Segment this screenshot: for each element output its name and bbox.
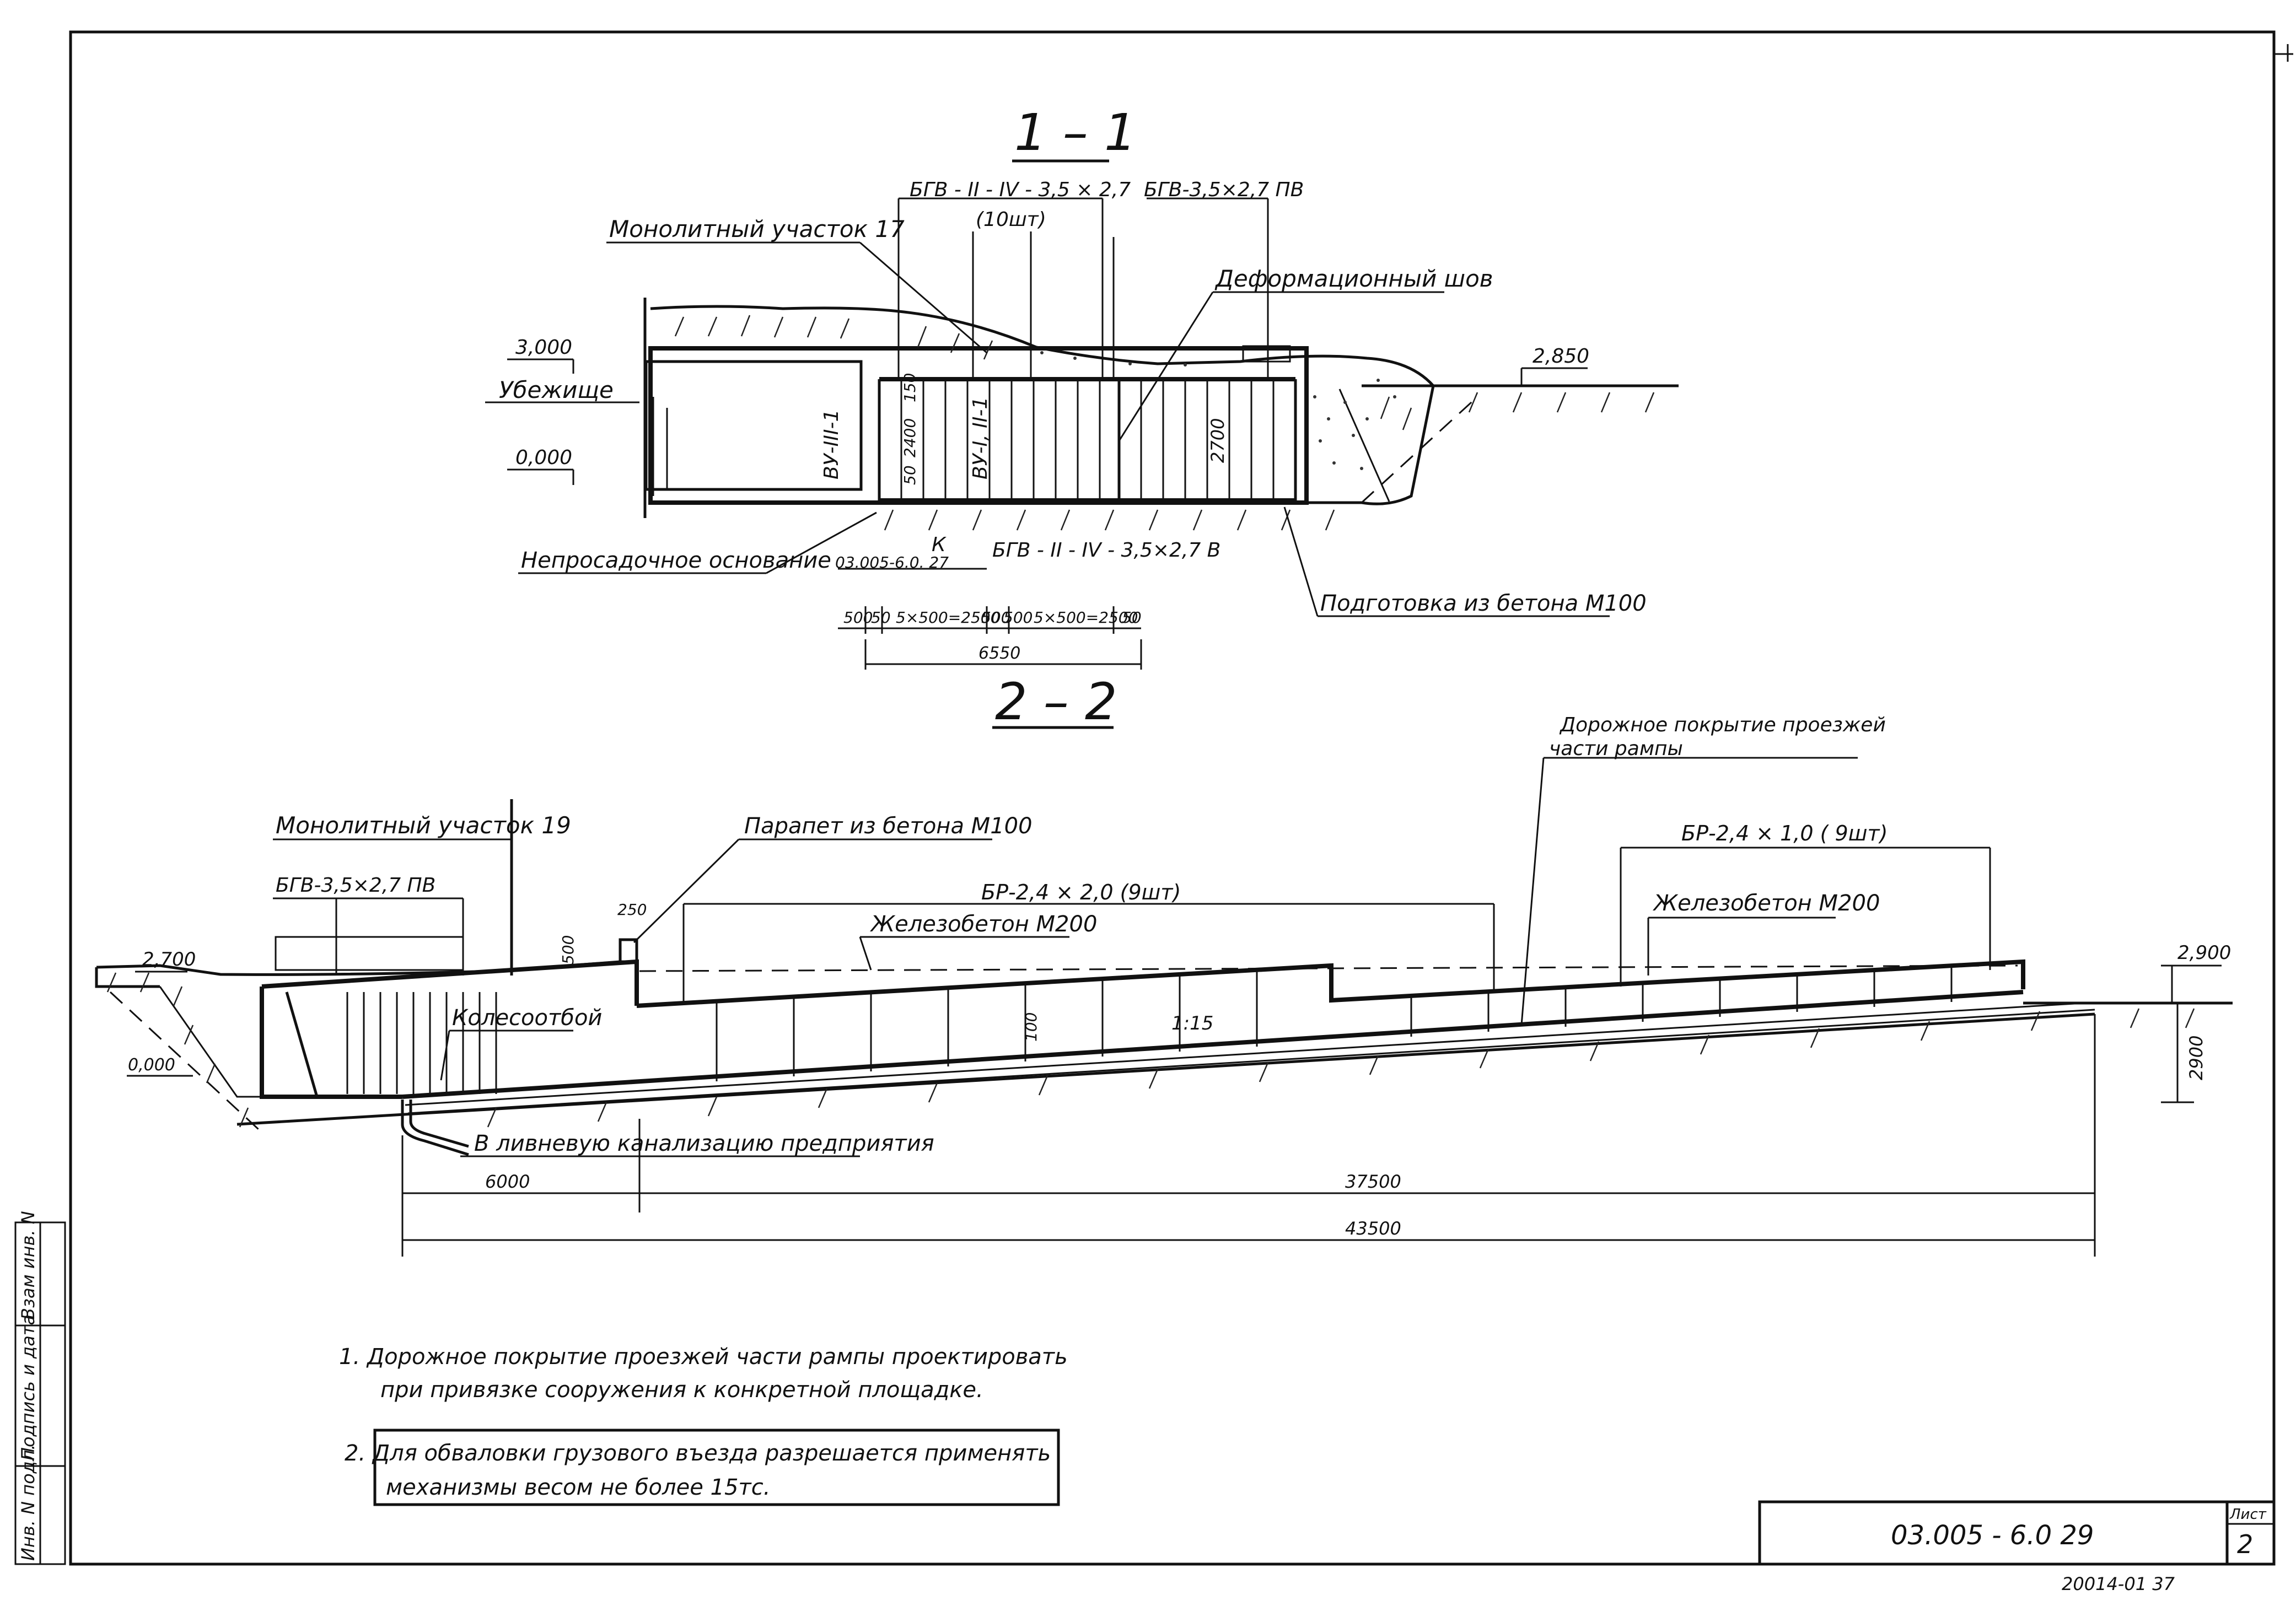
label-dim-500-c: 500 [1003, 608, 1033, 627]
stamp-label-inv-replace: Взам инв. N [18, 1211, 39, 1320]
section-title-1-1: 1 – 1 [1014, 103, 1137, 162]
note-2-line1: 2. Для обваловки грузового въезда разреш… [345, 1441, 1051, 1466]
section-1-1-block-panels [900, 380, 1275, 499]
label-dim-2700: 2700 [1207, 418, 1228, 463]
sheet-number: 2 [2237, 1529, 2253, 1559]
ramp-segments-br-2-0 [716, 970, 1258, 1081]
section-1-1: 1 – 1 [485, 103, 1679, 670]
label-br-1-0: БР-2,4 × 1,0 ( 9шт) [1681, 821, 1888, 845]
label-vu1: ВУ-I, II-1 [969, 397, 992, 479]
side-stamp: Инв. N подл. Подпись и дата Взам инв. N [14, 1211, 66, 1565]
label-foundation: Непросадочное основание [521, 548, 831, 573]
document-code: 03.005 - 6.0 29 [1891, 1520, 2094, 1551]
label-parapet: Парапет из бетона М100 [744, 813, 1033, 839]
label-dim-50-vertical: 50 [901, 465, 919, 485]
label-br-2-0: БР-2,4 × 2,0 (9шт) [981, 880, 1181, 904]
label-dim-50-b: 50 [1122, 608, 1142, 627]
label-concrete-prep: Подготовка из бетона М100 [1320, 591, 1647, 616]
label-pavement-line1: Дорожное покрытие проезжей [1559, 714, 1886, 736]
section-1-1-concrete-dots [1040, 351, 1396, 470]
stamp-label-inv-orig: Инв. N подл. [18, 1445, 39, 1561]
label-reinforced-concrete-1: Железобетон М200 [869, 912, 1097, 937]
label-block-pv-1-1: БГВ-3,5×2,7 ПВ [1144, 179, 1304, 201]
title-block: 03.005 - 6.0 29 Лист 2 [1758, 1500, 2276, 1566]
label-dim-500: 500 [559, 935, 577, 964]
label-level-2900: 2,900 [2177, 942, 2231, 964]
section-2-2: 2 – 2 [95, 672, 2233, 1257]
label-vu3: ВУ-III-1 [820, 409, 843, 479]
label-dim-37500: 37500 [1345, 1171, 1401, 1192]
label-block-top-1-1: БГВ - II - IV - 3,5 × 2,7 [910, 179, 1131, 201]
label-monolith-19: Монолитный участок 19 [276, 812, 571, 839]
label-dim-2500-b: 5×500=2500 [1034, 608, 1138, 627]
label-dim-150: 150 [901, 373, 919, 402]
label-dim-250: 250 [617, 901, 647, 919]
label-stormwater-drain: В ливневую канализацию предприятия [474, 1131, 934, 1156]
label-deformation-joint: Деформационный шов [1214, 265, 1493, 292]
sheet-frame [69, 30, 2293, 1566]
label-level-2850: 2,850 [1533, 345, 1589, 368]
label-level-0000-1-1: 0,000 [515, 446, 572, 469]
label-dim-500-a: 500 [843, 608, 873, 627]
label-k-mark: К [932, 533, 947, 556]
note-2-line2: механизмы весом не более 15тс. [386, 1475, 770, 1500]
section-1-1-soil-hatching [674, 315, 1655, 531]
stamp-label-signature: Подпись и дата [18, 1314, 39, 1461]
section-2-2-soil-hatching [106, 972, 2195, 1128]
label-dim-500-b: 500 [981, 608, 1010, 627]
label-dim-2500-a: 5×500=2500 [896, 608, 1000, 627]
label-block-bottom-1-1: БГВ - II - IV - 3,5×2,7 В [992, 539, 1220, 562]
label-block-count-1-1: (10шт) [976, 208, 1046, 231]
label-dim-2400: 2400 [901, 418, 919, 457]
notes: 1. Дорожное покрытие проезжей части рамп… [339, 1344, 1068, 1506]
label-dim-6000: 6000 [485, 1171, 530, 1192]
label-shelter: Убежище [499, 376, 614, 403]
label-level-2700: 2,700 [142, 948, 196, 971]
label-block-pv-2-2: БГВ-3,5×2,7 ПВ [276, 874, 435, 897]
note-1-line2: при привязке сооружения к конкретной пло… [380, 1377, 983, 1403]
label-dim-43500: 43500 [1345, 1218, 1401, 1239]
label-dim-50-a: 50 [871, 608, 891, 627]
label-reinforced-concrete-2: Железобетон М200 [1652, 891, 1880, 916]
note-1-line1: 1. Дорожное покрытие проезжей части рамп… [339, 1344, 1068, 1370]
label-dim-100: 100 [1022, 1012, 1040, 1042]
section-1-1-dimensions: 500 50 5×500=2500 500 500 5×500=2500 50 … [838, 606, 1142, 670]
label-dim-total-6550: 6550 [978, 644, 1020, 663]
ramp-segments-br-1-0 [1410, 965, 1953, 1037]
label-pavement-line2: части рампы [1549, 737, 1683, 760]
label-level-0000-2-2: 0,000 [128, 1055, 175, 1075]
label-monolith-17: Монолитный участок 17 [609, 215, 905, 242]
label-wheel-guard: Колесоотбой [452, 1005, 602, 1031]
label-slope: 1:15 [1171, 1012, 1213, 1034]
label-level-3000-1-1: 3,000 [515, 336, 572, 359]
footer-reference: 20014-01 37 [2062, 1573, 2175, 1594]
section-title-2-2: 2 – 2 [995, 672, 1117, 731]
label-dim-2900: 2900 [2186, 1036, 2207, 1080]
section-2-2-dimensions: 6000 37500 43500 [401, 1014, 2096, 1257]
label-k-reference: 03.005-6.0. 27 [835, 553, 949, 572]
sheet-label: Лист [2229, 1506, 2267, 1523]
